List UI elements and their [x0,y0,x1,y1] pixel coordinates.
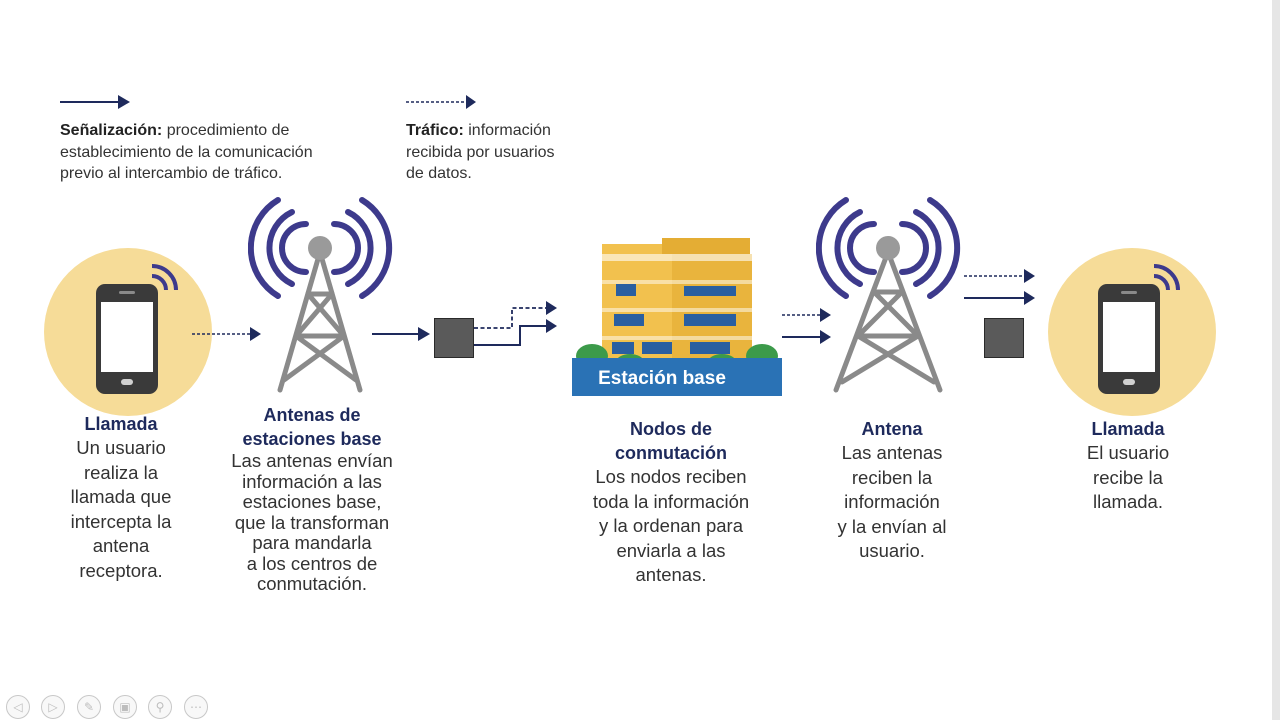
step-title: Antenas de estaciones base [242,405,382,449]
signal-arrow-legend [60,95,130,109]
traffic-arrow-legend [406,95,476,109]
step-description: Las antenas reciben la información y la … [837,442,947,561]
square-node-icon [434,318,474,358]
building-icon [572,238,782,396]
zoom-button[interactable]: ⚲ [148,695,172,719]
next-slide-button[interactable]: ▷ [41,695,65,719]
step-arrows-to-building [474,301,557,346]
step-antenna: Antena Las antenas reciben la informació… [812,417,972,564]
square-node-icon [984,318,1024,358]
step-title: Llamada [1091,419,1165,439]
step-receiver: Llamada El usuario recibe la llamada. [1058,417,1198,515]
slide-toolbar: ◁ ▷ ✎ ▣ ⚲ ⋯ [0,690,1280,720]
signal-definition: procedimiento de establecimiento de la c… [60,122,313,182]
step-base-antennas: Antenas de estaciones base Las antenas e… [212,403,412,595]
arrows-to-antenna [782,308,831,344]
step-title: Llamada [84,414,158,434]
traffic-arrow-1 [192,327,261,341]
window-edge [1272,0,1280,720]
pen-tool-button[interactable]: ✎ [77,695,101,719]
signal-legend: Señalización: procedimiento de estableci… [60,120,390,185]
step-caller: Llamada Un usuario realiza la llamada qu… [40,412,202,583]
signal-arrow-1 [372,327,430,341]
arrows-to-user [964,269,1035,305]
building-label: Estación base [598,368,726,389]
smartphone-icon [96,264,178,394]
slides-grid-button[interactable]: ▣ [113,695,137,719]
antenna-tower-icon [816,197,961,393]
step-switching-nodes: Nodos de conmutación Los nodos reciben t… [566,417,776,588]
step-description: El usuario recibe la llamada. [1086,442,1170,512]
more-options-button[interactable]: ⋯ [184,695,208,719]
traffic-definition: información recibida por usuarios de dat… [406,122,555,182]
traffic-legend: Tráfico: información recibida por usuari… [406,120,606,185]
antenna-tower-icon [248,197,393,393]
traffic-term: Tráfico: [406,122,464,139]
signal-term: Señalización: [60,122,163,139]
step-title: Antena [861,419,923,439]
step-description: Los nodos reciben toda la información y … [592,466,750,585]
step-description: Las antenas envían información a las est… [231,450,393,594]
previous-slide-button[interactable]: ◁ [6,695,30,719]
smartphone-icon [1098,264,1180,394]
step-title: Nodos de conmutación [614,419,727,463]
step-description: Un usuario realiza la llamada que interc… [70,437,172,581]
